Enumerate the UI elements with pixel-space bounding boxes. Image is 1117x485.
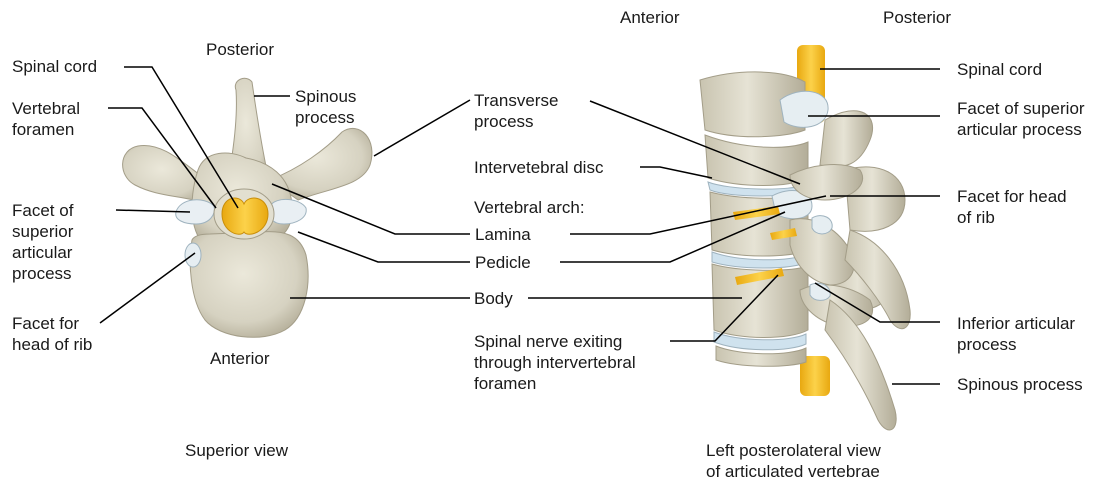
vertebral-arch-label: Vertebral arch: bbox=[474, 197, 585, 218]
superior-anterior-label: Anterior bbox=[210, 348, 270, 369]
lateral-anterior-label: Anterior bbox=[620, 7, 680, 28]
lateral-facet-superior-label: Facet of superior articular process bbox=[957, 98, 1085, 140]
leader-transverse-to-superior bbox=[374, 100, 470, 156]
lateral-spinal-cord-label: Spinal cord bbox=[957, 59, 1042, 80]
lateral-rib-facet-label: Facet for head of rib bbox=[957, 186, 1067, 228]
leader-disc bbox=[640, 167, 712, 178]
lateral-posterior-label: Posterior bbox=[883, 7, 951, 28]
lateral-vertebrae bbox=[700, 45, 910, 430]
superior-facet-label: Facet of superior articular process bbox=[12, 200, 73, 284]
body-label: Body bbox=[474, 288, 513, 309]
lamina-label: Lamina bbox=[475, 224, 531, 245]
transverse-process-label: Transverse process bbox=[474, 90, 558, 132]
leader-pedicle-left bbox=[298, 232, 470, 262]
vertebral-foramen-label: Vertebral foramen bbox=[12, 98, 80, 140]
superior-posterior-label: Posterior bbox=[206, 39, 274, 60]
lateral-spinous-label: Spinous process bbox=[957, 374, 1083, 395]
superior-spinous-label: Spinous process bbox=[295, 86, 356, 128]
inferior-articular-label: Inferior articular process bbox=[957, 313, 1075, 355]
superior-rib-facet-label: Facet for head of rib bbox=[12, 313, 92, 355]
leader-facet-rib-left bbox=[100, 253, 195, 323]
superior-view-caption: Superior view bbox=[185, 440, 288, 461]
lateral-view-caption: Left posterolateral view of articulated … bbox=[706, 440, 881, 482]
pedicle-label: Pedicle bbox=[475, 252, 531, 273]
superior-spinal-cord-label: Spinal cord bbox=[12, 56, 97, 77]
spinal-nerve-label: Spinal nerve exiting through interverteb… bbox=[474, 331, 636, 394]
intervertebral-disc-label: Intervetebral disc bbox=[474, 157, 603, 178]
